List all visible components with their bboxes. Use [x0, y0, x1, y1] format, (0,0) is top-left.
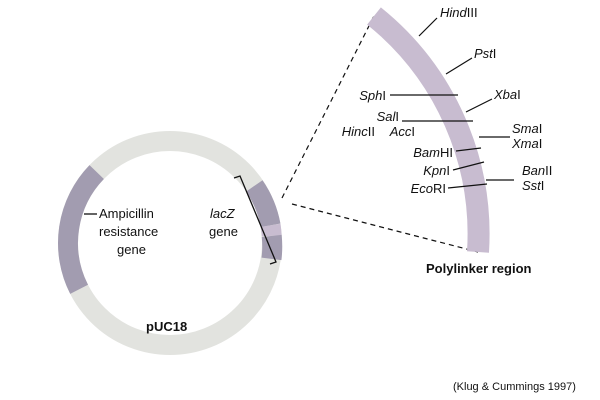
- polylinker-segment: [260, 223, 282, 237]
- lacz-segment-upper: [245, 180, 281, 228]
- lacz-label-suffix: gene: [209, 224, 238, 239]
- site-label-banii: BanII: [522, 163, 552, 178]
- site-label-ecori: EcoRI: [411, 181, 446, 196]
- plasmid-ring: [58, 131, 282, 355]
- bamhi-leader-line: [455, 147, 482, 152]
- site-leader-lines: [390, 17, 514, 189]
- site-label-hincii: HincII: [342, 124, 375, 139]
- ecori-leader-line: [447, 183, 488, 189]
- site-label-xbai: XbaI: [493, 87, 521, 102]
- site-label-sphi: SphI: [359, 88, 386, 103]
- site-label-acci: AccI: [389, 124, 415, 139]
- ampicillin-label-line-3: gene: [117, 242, 146, 257]
- xbai-leader-line: [465, 98, 493, 113]
- site-label-hindiii: HindIII: [440, 5, 478, 20]
- psti-leader-line: [445, 57, 473, 75]
- hindiii-leader-line: [418, 17, 438, 37]
- site-label-bamhi: BamHI: [413, 145, 453, 160]
- polylinker-title: Polylinker region: [426, 261, 532, 276]
- site-label-xmai: XmaI: [511, 136, 542, 151]
- source-credit: (Klug & Cummings 1997): [453, 381, 576, 393]
- site-label-psti: PstI: [474, 46, 496, 61]
- ampicillin-gene-segment: [58, 165, 105, 294]
- lacz-segment-lower: [261, 234, 283, 261]
- plasmid-name: pUC18: [146, 319, 187, 334]
- lacz-label-name: lacZ: [210, 206, 236, 221]
- zoom-line-lower: [291, 203, 479, 253]
- ampicillin-label-line-2: resistance: [99, 224, 158, 239]
- lacz-bracket: [233, 175, 277, 265]
- site-label-ssti: SstI: [522, 178, 544, 193]
- site-label-sali: SalI: [377, 109, 399, 124]
- site-label-kpni: KpnI: [423, 163, 450, 178]
- ampicillin-label-line-1: Ampicillin: [99, 206, 154, 221]
- kpni-leader-line: [452, 161, 485, 171]
- zoom-line-upper: [281, 15, 375, 199]
- site-label-smai: SmaI: [512, 121, 542, 136]
